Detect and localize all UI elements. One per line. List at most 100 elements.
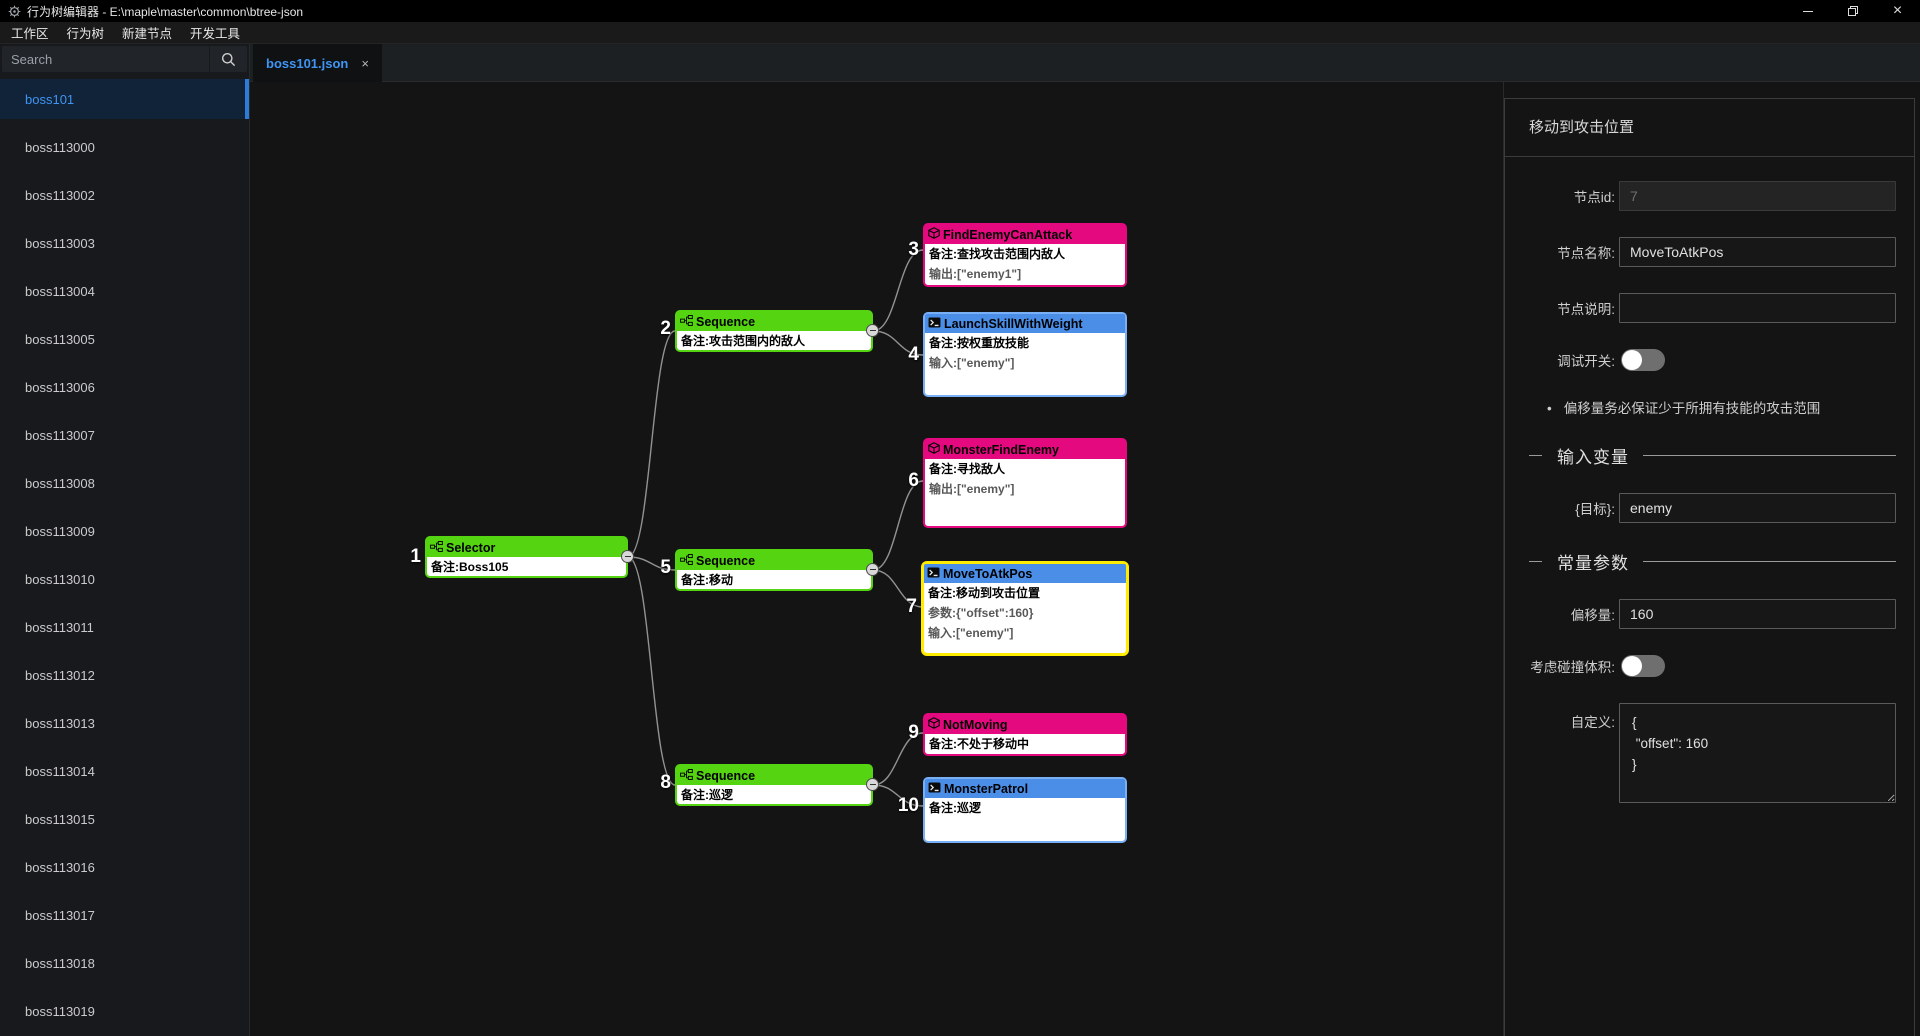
tree-edge [872,249,924,332]
node-line: 输出:["enemy"] [929,482,1015,496]
collapse-connector[interactable] [866,563,879,576]
sidebar-item-boss113008[interactable]: boss113008 [0,459,249,507]
collision-toggle[interactable] [1621,655,1665,677]
sidebar-item-boss113004[interactable]: boss113004 [0,267,249,315]
sidebar-item-boss113012[interactable]: boss113012 [0,651,249,699]
node-body: 备注:攻击范围内的敌人 [677,331,871,351]
section-dash [1529,454,1542,456]
node-header: Sequence [677,766,871,785]
sidebar-item-boss113018[interactable]: boss113018 [0,939,249,987]
node-number: 3 [908,239,919,260]
node-body: 备注:巡逻 [677,785,871,805]
minimize-button[interactable] [1785,0,1830,22]
target-var-field[interactable] [1619,493,1896,523]
custom-json-field[interactable] [1619,703,1896,803]
collapse-connector[interactable] [866,778,879,791]
node-title: Sequence [696,553,756,568]
sidebar-item-boss113010[interactable]: boss113010 [0,555,249,603]
form-row: 考虑碰撞体积: [1523,655,1896,677]
tab-boss101-json[interactable]: boss101.json × [253,44,382,82]
sidebar-item-label: boss113011 [25,619,94,635]
search-icon [222,52,236,66]
sidebar-item-boss113007[interactable]: boss113007 [0,411,249,459]
collapse-connector[interactable] [866,324,879,337]
menu-item-workspace[interactable]: 工作区 [11,27,49,41]
field-label: {目标}: [1575,502,1615,517]
cube-icon [928,226,940,244]
sidebar-item-boss113015[interactable]: boss113015 [0,795,249,843]
collapse-connector[interactable] [621,550,634,563]
sidebar-item-boss113013[interactable]: boss113013 [0,699,249,747]
hint-note: 偏移量务必保证少于所拥有技能的攻击范围 [1547,397,1896,417]
sidebar-item-label: boss113000 [25,139,95,155]
node-name-field[interactable] [1619,237,1896,267]
offset-field[interactable] [1619,599,1896,629]
sidebar-item-boss113011[interactable]: boss113011 [0,603,249,651]
tree-edge [872,569,924,608]
node-number: 10 [897,795,919,816]
sidebar-item-boss101[interactable]: boss101 [0,75,249,123]
sidebar-item-boss113019[interactable]: boss113019 [0,987,249,1035]
restore-button[interactable] [1830,0,1875,22]
node-title: LaunchSkillWithWeight [944,316,1083,331]
close-button[interactable]: × [1892,2,1903,19]
sidebar-item-boss113006[interactable]: boss113006 [0,363,249,411]
search-input[interactable] [2,46,209,72]
debug-toggle[interactable] [1621,349,1665,371]
sidebar-item-boss113005[interactable]: boss113005 [0,315,249,363]
tab-close-icon[interactable]: × [361,55,369,71]
section-header: 输入变量 [1523,443,1896,467]
menu-item-new-node[interactable]: 新建节点 [122,27,173,41]
section-line [1643,454,1896,456]
section-title: 输入变量 [1557,447,1629,467]
sidebar-item-label: boss113005 [25,331,95,347]
sidebar-item-boss113003[interactable]: boss113003 [0,219,249,267]
sidebar-item-boss113014[interactable]: boss113014 [0,747,249,795]
node-title: MoveToAtkPos [943,566,1033,581]
panel-box: 移动到攻击位置 节点id:节点名称:节点说明:调试开关:偏移量务必保证少于所拥有… [1504,98,1915,1036]
window-title: 行为树编辑器 - E:\maple\master\common\btree-js… [27,4,304,19]
node-id-field[interactable] [1619,181,1896,211]
form-row: 自定义: [1523,703,1896,803]
node-title: Sequence [696,768,756,783]
field-label: 偏移量: [1570,608,1615,623]
sidebar-item-label: boss113008 [25,475,95,491]
node-header: Sequence [677,312,871,331]
node-desc-field[interactable] [1619,293,1896,323]
sidebar-item-label: boss113004 [25,283,95,299]
form-row: 偏移量: [1523,599,1896,629]
node-title: MonsterFindEnemy [943,442,1059,457]
menu-item-behavior-tree[interactable]: 行为树 [66,27,105,41]
sidebar-item-boss113017[interactable]: boss113017 [0,891,249,939]
field-label: 考虑碰撞体积: [1530,660,1615,675]
sidebar-item-boss113000[interactable]: boss113000 [0,123,249,171]
sidebar-item-boss113016[interactable]: boss113016 [0,843,249,891]
sidebar-item-label: boss113002 [25,187,95,203]
tree-edge [872,480,924,571]
node-line: 参数:{"offset":160} [928,606,1034,620]
bt-node-Sequence[interactable]: Sequence 备注:巡逻 [675,764,879,806]
sidebar-item-boss113009[interactable]: boss113009 [0,507,249,555]
sidebar-item-label: boss113016 [25,859,95,875]
sidebar-item-boss113002[interactable]: boss113002 [0,171,249,219]
tree-edge [872,330,924,356]
form-row: 节点id: [1523,181,1896,211]
node-title: NotMoving [943,717,1008,732]
field-label: 节点名称: [1557,246,1615,261]
tree-edge [872,784,924,807]
search-button[interactable] [209,46,247,72]
node-line: 输入:["enemy"] [928,626,1014,640]
field-label: 节点说明: [1557,302,1615,317]
menu-item-dev-tools[interactable]: 开发工具 [190,27,241,41]
